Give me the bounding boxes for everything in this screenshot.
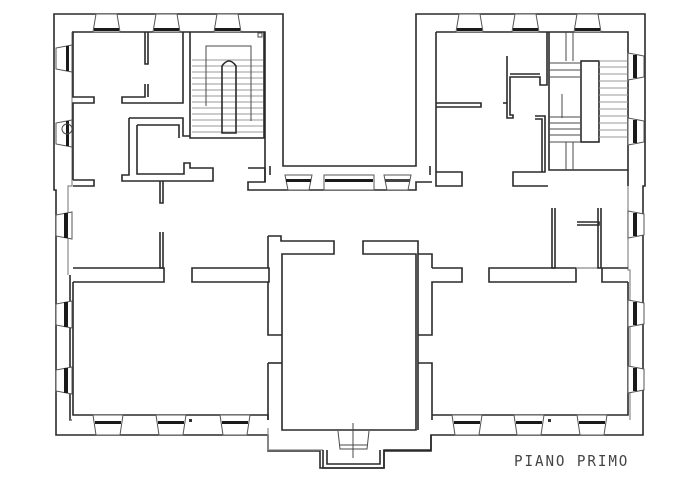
windows-courtyard [284, 174, 412, 191]
drawing-title: PIANO PRIMO [514, 452, 630, 470]
outer-walls [53, 13, 646, 469]
windows-east [627, 52, 645, 394]
ne-staircase [549, 32, 628, 170]
entrance-balcony [267, 423, 432, 469]
ne-wing [435, 32, 628, 187]
middle-partitions [72, 208, 629, 431]
nw-staircase [192, 32, 263, 134]
windows-west [55, 44, 73, 395]
nw-wing [72, 32, 266, 204]
windows-north [92, 13, 602, 33]
windows-south [92, 414, 608, 436]
